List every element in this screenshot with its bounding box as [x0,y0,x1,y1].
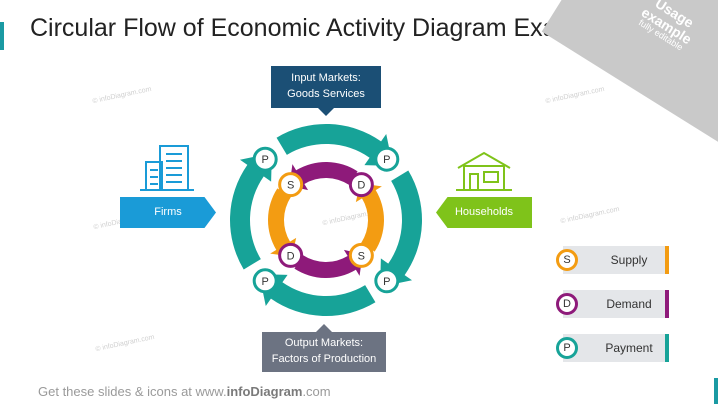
supply-marker [278,172,304,198]
supply-marker-letter: S [287,180,294,192]
footer-text: Get these slides & icons at www.infoDiag… [38,384,331,399]
outer-flow-arrow [276,124,393,166]
outer-flow-arrow [259,274,376,316]
payment-marker-letter: P [262,154,269,166]
legend-item-demand: D Demand [556,290,669,318]
legend-supply-marker: S [556,249,578,271]
ring-markers: P P P P S D D S [252,146,400,294]
output-markets-line1: Output Markets: [284,337,364,350]
legend-supply-label: Supply [610,253,648,267]
legend-payment-marker: P [556,337,578,359]
output-markets-box: Output Markets: Factors of Production [262,332,386,372]
legend-item-supply: S Supply [556,246,669,274]
footer-prefix: Get these slides & icons at www. [38,384,227,399]
legend-demand-bar [665,290,669,318]
input-markets-line2: Goods Services [287,88,365,100]
demand-marker [348,172,374,198]
payment-marker [252,268,278,294]
payment-marker [374,268,400,294]
inner-flow-arrow [355,183,384,252]
outer-ring [230,124,422,316]
demand-marker-letter: D [357,180,365,192]
legend-demand-label: Demand [606,297,652,311]
legend-item-payment: P Payment [556,334,669,362]
payment-marker-letter: P [262,276,269,288]
right-accent-bar [714,378,718,404]
house-icon [456,151,512,191]
building-icon [140,145,194,191]
households-label: Households [436,197,532,228]
outer-flow-arrow [230,153,272,270]
demand-marker [278,242,304,268]
legend-supply-bar [665,246,669,274]
inner-flow-arrow [289,162,358,191]
legend-demand-marker: D [556,293,578,315]
demand-marker-letter: D [287,250,295,262]
footer-brand: infoDiagram [226,384,303,399]
page-title: Circular Flow of Economic Activity Diagr… [30,14,611,42]
inner-ring [268,162,384,278]
left-accent-bar [0,22,4,50]
output-markets-line2: Factors of Production [271,353,377,365]
supply-marker [348,242,374,268]
payment-marker [374,146,400,172]
inner-flow-arrow [268,188,297,257]
footer-suffix: .com [302,384,331,399]
supply-marker-letter: S [358,250,365,262]
input-markets-box: Input Markets: Goods Services [271,66,381,108]
input-box-notch [318,108,334,116]
outer-flow-arrow [380,170,422,287]
payment-marker [252,146,278,172]
firms-label: Firms [120,197,216,228]
payment-marker-letter: P [383,154,390,166]
output-box-notch [316,324,332,332]
input-markets-line1: Input Markets: [291,72,361,85]
legend-payment-bar [665,334,669,362]
payment-marker-letter: P [383,276,390,288]
legend-payment-label: Payment [605,341,653,355]
inner-flow-arrow [294,249,363,278]
